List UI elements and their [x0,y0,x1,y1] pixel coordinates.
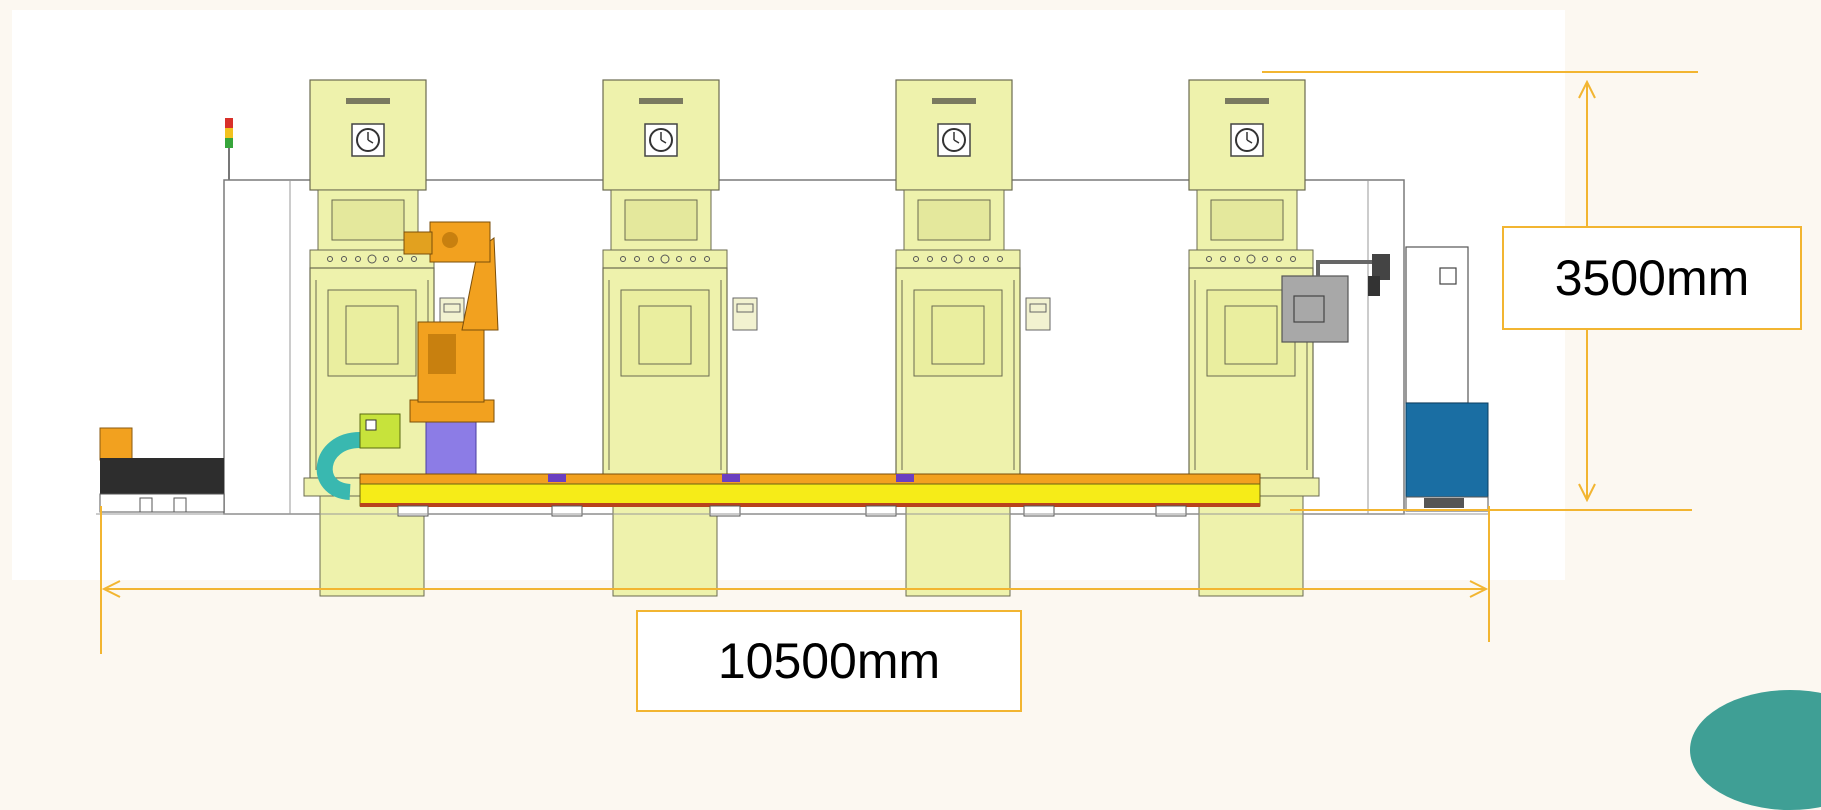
height-dimension-label: 3500mm [1502,226,1802,330]
control-panel-icon [1405,246,1489,512]
layout-diagram [12,10,1698,654]
signal-tower-icon [225,118,233,180]
robot-arm-icon [403,221,499,479]
width-dimension [100,506,1490,654]
cable-chain-icon [316,413,401,500]
gripper-unit [1281,254,1390,343]
linear-rail [359,473,1261,517]
conveyor-icon [99,427,225,513]
width-dimension-label: 10500mm [636,610,1022,712]
